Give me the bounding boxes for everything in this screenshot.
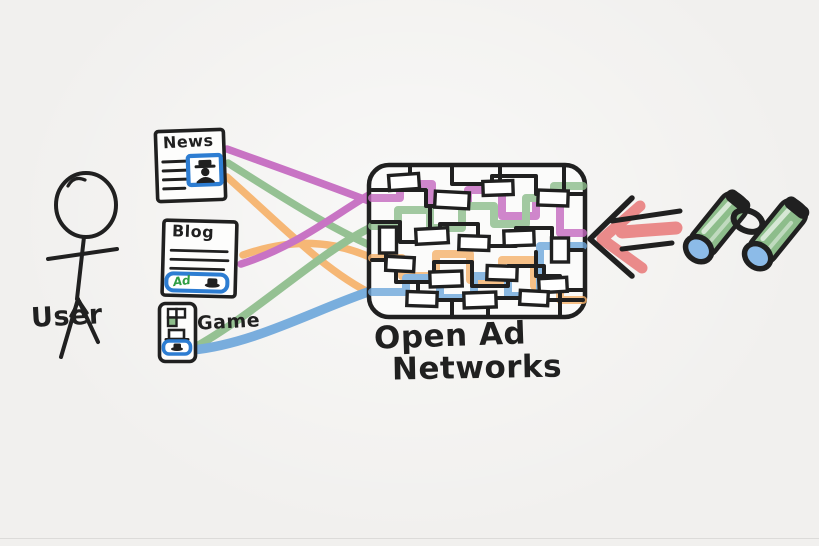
person-with-hat-icon — [194, 159, 216, 184]
user-label: User — [30, 299, 104, 334]
connector-game-blue — [187, 285, 379, 355]
open-ad-networks-box — [366, 162, 588, 320]
ad-networks-label-line2: Networks — [391, 348, 563, 388]
arrow-shaft-red — [615, 221, 683, 239]
blog-site — [160, 218, 239, 299]
paper-bottom-edge — [0, 538, 819, 539]
arrow-shaft-bottom-line — [619, 240, 675, 252]
connector-blog-pink — [237, 188, 378, 268]
hat-icon — [204, 278, 220, 288]
blog-text-lines — [169, 248, 230, 272]
news-text-lines — [161, 159, 189, 191]
user-right-leg — [77, 299, 100, 344]
connector-lines — [182, 145, 379, 356]
blog-ad-banner-label: Ad — [172, 272, 192, 290]
user-body — [75, 235, 86, 301]
connector-game-green — [182, 222, 378, 356]
binoculars-left-barrel — [682, 189, 751, 265]
blog-site-title: Blog — [171, 221, 215, 242]
arrow-left-icon — [587, 195, 683, 279]
news-site-title: News — [162, 130, 214, 153]
news-site — [153, 127, 228, 204]
arrow-head-outline — [587, 195, 635, 279]
binoculars-icon — [682, 189, 810, 272]
game-site — [157, 301, 198, 364]
connector-blog-orange — [239, 239, 378, 263]
user-head — [54, 171, 118, 239]
user-hair-curl — [66, 176, 87, 188]
arrow-shaft-top-line — [609, 208, 683, 224]
tetris-blocks-icon — [166, 307, 187, 328]
game-console-icon — [164, 328, 190, 341]
hat-icon — [171, 343, 183, 351]
user-stick-figure — [46, 171, 119, 359]
user-left-leg — [59, 297, 80, 359]
binoculars-right-barrel — [741, 196, 810, 272]
binoculars-bridge — [730, 207, 766, 235]
user-arms — [46, 247, 119, 261]
connector-news-green — [224, 159, 378, 251]
game-site-title: Game — [196, 309, 261, 335]
network-node-rects — [377, 171, 571, 310]
